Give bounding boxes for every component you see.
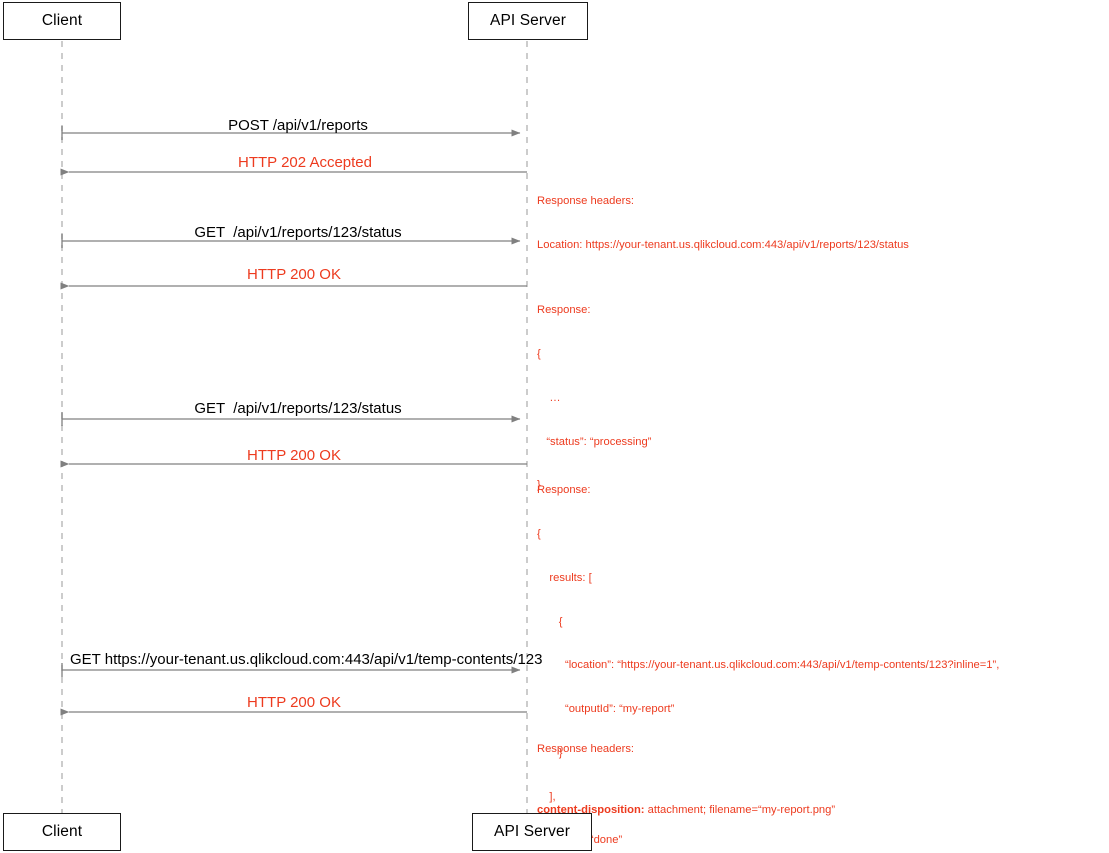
- annotation-line: ],: [537, 790, 556, 803]
- actor-api-server-bottom-label: API Server: [494, 823, 570, 840]
- annotation-line: “outputId”: “my-report”: [537, 703, 675, 716]
- message-label-get-status-1: GET /api/v1/reports/123/status: [194, 224, 402, 241]
- message-label-http-200-ok-2: HTTP 200 OK: [247, 447, 341, 464]
- message-label-http-200-ok-1: HTTP 200 OK: [247, 266, 341, 283]
- actor-client-bottom: Client: [3, 813, 121, 851]
- actor-api-server-bottom: API Server: [472, 813, 592, 851]
- annotation-line: Response headers:: [537, 195, 635, 208]
- annotation-line: “status”: “processing”: [537, 435, 652, 448]
- annotation-response-processing: Response: { … “status”: “processing” }: [537, 274, 651, 522]
- annotation-line: “location”: “https://your-tenant.us.qlik…: [537, 659, 1000, 672]
- annotation-line: results: [: [537, 571, 592, 584]
- actor-client-top-label: Client: [41, 12, 83, 29]
- annotation-line: Location: https://your-tenant.us.qlikclo…: [537, 238, 909, 251]
- annotation-line: Response:: [537, 304, 591, 317]
- annotation-line: Response headers:: [537, 742, 635, 755]
- annotation-line: {: [537, 527, 541, 540]
- message-label-get-temp-contents: GET https://your-tenant.us.qlikcloud.com…: [70, 651, 543, 668]
- message-label-http-202-accepted: HTTP 202 Accepted: [238, 154, 372, 171]
- annotation-line: }: [537, 746, 563, 759]
- lifelines: [61, 41, 528, 813]
- annotation-line: {: [537, 615, 563, 628]
- annotation-line: }: [537, 479, 541, 492]
- message-label-http-200-ok-3: HTTP 200 OK: [247, 694, 341, 711]
- annotation-response-headers-location: Response headers: Location: https://your…: [537, 165, 909, 282]
- header-value: attachment; filename=“my-report.png”: [644, 804, 836, 817]
- message-arrows: [60, 126, 527, 716]
- message-label-post-reports: POST /api/v1/reports: [228, 117, 368, 134]
- actor-client-bottom-label: Client: [41, 823, 83, 840]
- message-label-get-status-2: GET /api/v1/reports/123/status: [194, 400, 402, 417]
- actor-api-server-top-label: API Server: [490, 12, 566, 29]
- annotation-line: …: [537, 391, 561, 404]
- annotation-line: {: [537, 347, 541, 360]
- actor-client-top: Client: [3, 2, 121, 40]
- actor-api-server-top: API Server: [468, 2, 588, 40]
- annotation-line: Response:: [537, 484, 591, 497]
